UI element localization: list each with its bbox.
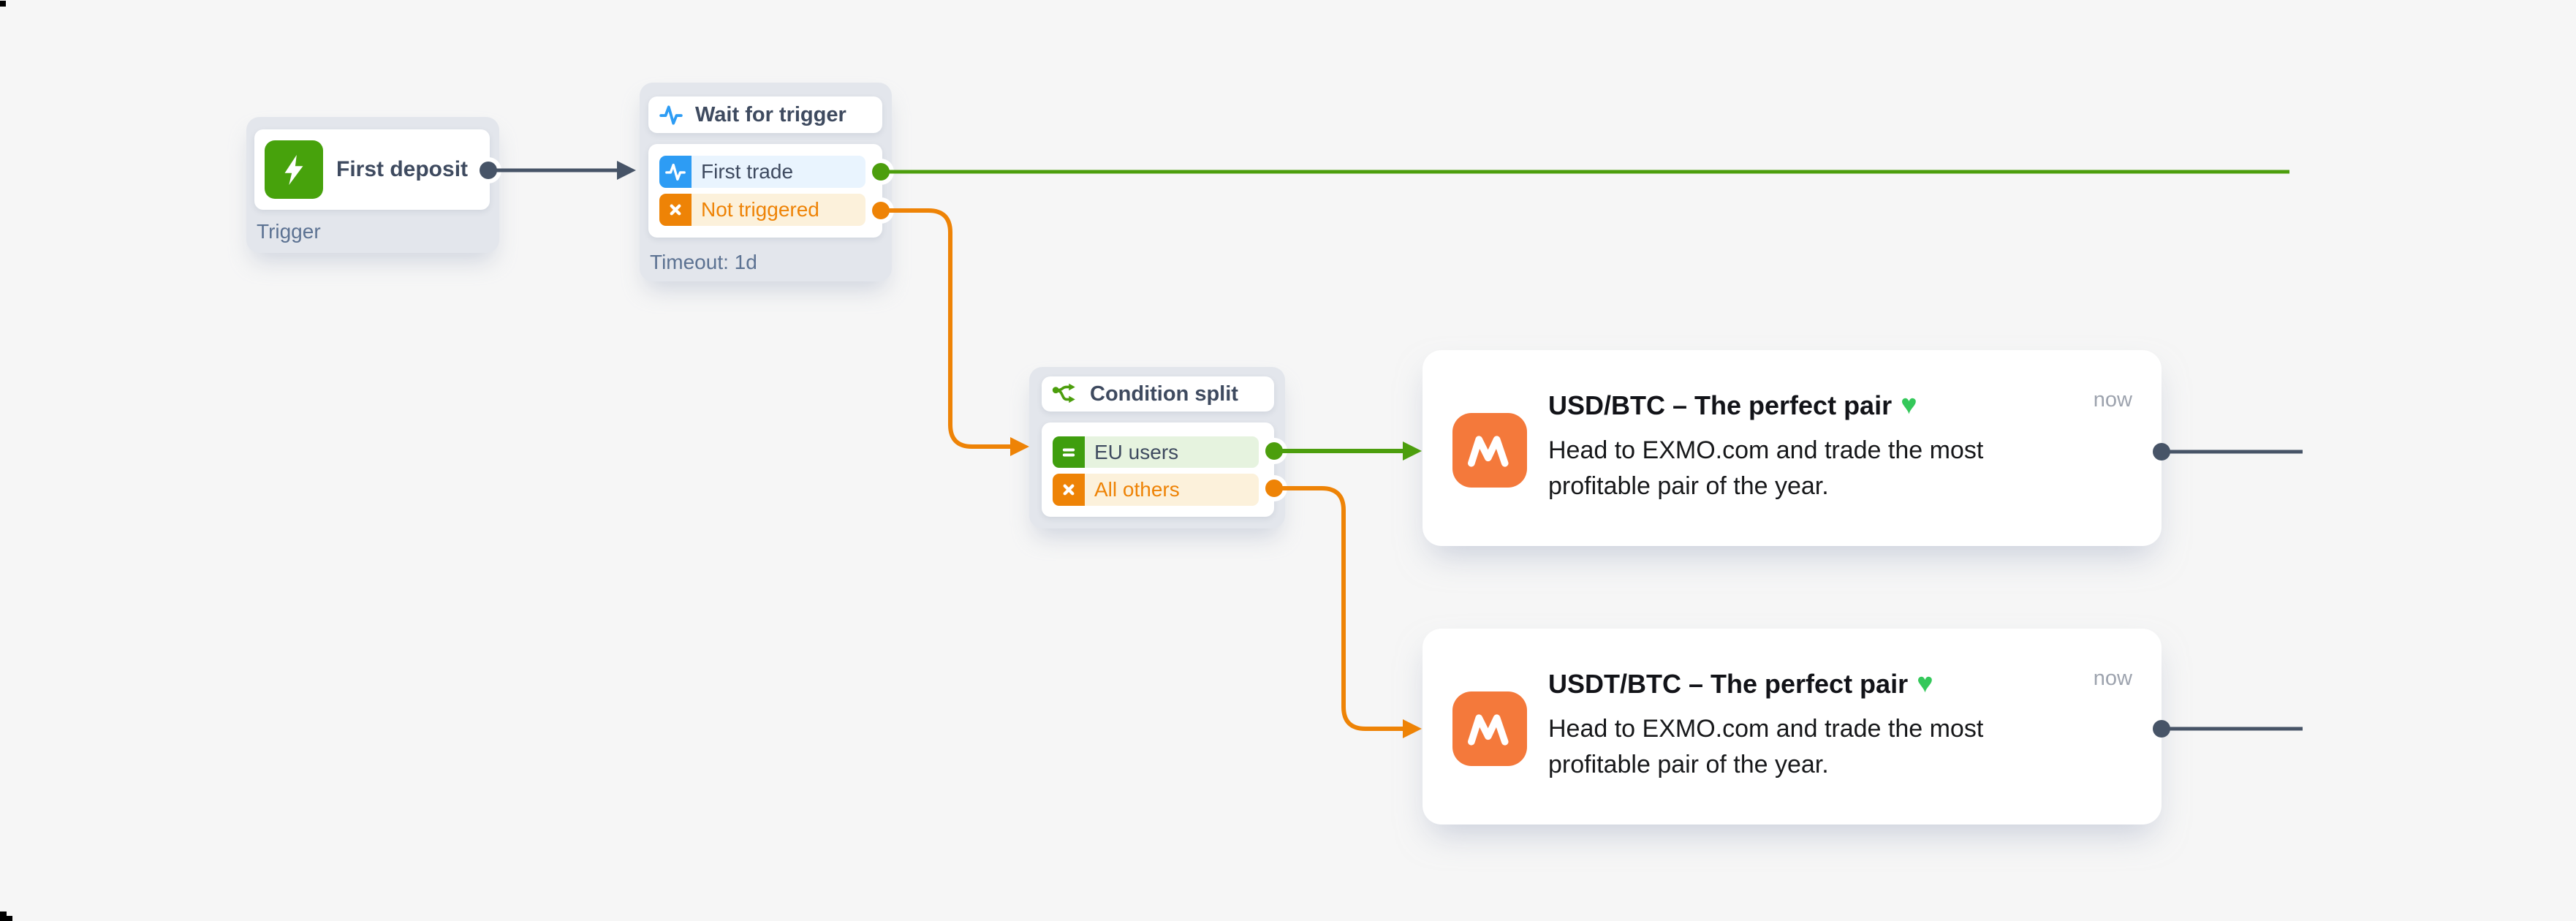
cross-icon [1053, 474, 1085, 506]
node-first-deposit[interactable]: First deposit Trigger [246, 117, 499, 253]
cross-icon [659, 194, 692, 226]
push-title: USDT/BTC – The perfect pair♥ [1548, 668, 1933, 699]
node-title: Condition split [1090, 382, 1238, 406]
equals-icon [1053, 436, 1085, 468]
node-wait-for-trigger[interactable]: Wait for trigger First trade Not trigger [640, 83, 892, 281]
branch-label: EU users [1085, 436, 1259, 468]
output-port-eu-users[interactable] [1265, 442, 1283, 460]
green-heart-emoji: ♥ [1917, 668, 1933, 699]
push-title: USD/BTC – The perfect pair♥ [1548, 390, 1917, 420]
node-caption: Trigger [257, 220, 321, 243]
push-app-logo-icon [1452, 691, 1527, 766]
split-icon [1052, 382, 1078, 406]
branch-label: First trade [692, 156, 865, 188]
output-port-first-deposit[interactable] [480, 162, 497, 179]
green-heart-emoji: ♥ [1901, 390, 1917, 420]
node-title: First deposit [336, 157, 469, 181]
output-port-card-usdt-btc[interactable] [2153, 720, 2170, 738]
branch-row-first-trade[interactable]: First trade [659, 156, 865, 188]
branch-row-eu-users[interactable]: EU users [1053, 436, 1259, 468]
node-condition-split[interactable]: Condition split EU users All others [1029, 367, 1285, 528]
push-timestamp: now [2093, 667, 2132, 690]
output-port-all-others[interactable] [1265, 480, 1283, 497]
branch-label: Not triggered [692, 194, 865, 226]
branch-row-not-triggered[interactable]: Not triggered [659, 194, 865, 226]
node-title: Wait for trigger [695, 102, 846, 126]
corner-mark [0, 911, 7, 921]
branch-row-all-others[interactable]: All others [1053, 474, 1259, 506]
push-notification-card-usd-btc[interactable]: USD/BTC – The perfect pair♥ Head to EXMO… [1423, 350, 2162, 546]
first-deposit-card[interactable]: First deposit [254, 129, 490, 210]
output-port-card-usd-btc[interactable] [2153, 443, 2170, 460]
branch-label: All others [1085, 474, 1259, 506]
pulse-icon [659, 102, 683, 127]
push-body: Head to EXMO.com and trade the most prof… [1548, 715, 1984, 779]
push-app-logo-icon [1452, 413, 1527, 488]
lightning-icon [265, 140, 323, 199]
corner-mark [0, 1, 6, 7]
corner-mark [6, 916, 12, 921]
wait-node-body: First trade Not triggered [648, 144, 882, 238]
output-port-first-trade[interactable] [872, 163, 890, 181]
push-timestamp: now [2093, 388, 2132, 412]
split-node-header[interactable]: Condition split [1042, 376, 1274, 412]
push-notification-card-usdt-btc[interactable]: USDT/BTC – The perfect pair♥ Head to EXM… [1423, 629, 2162, 825]
output-port-not-triggered[interactable] [872, 202, 890, 219]
node-caption: Timeout: 1d [650, 251, 757, 273]
pulse-icon [659, 156, 692, 188]
wait-node-header[interactable]: Wait for trigger [648, 96, 882, 133]
split-node-body: EU users All others [1042, 422, 1274, 517]
push-body: Head to EXMO.com and trade the most prof… [1548, 436, 1984, 501]
